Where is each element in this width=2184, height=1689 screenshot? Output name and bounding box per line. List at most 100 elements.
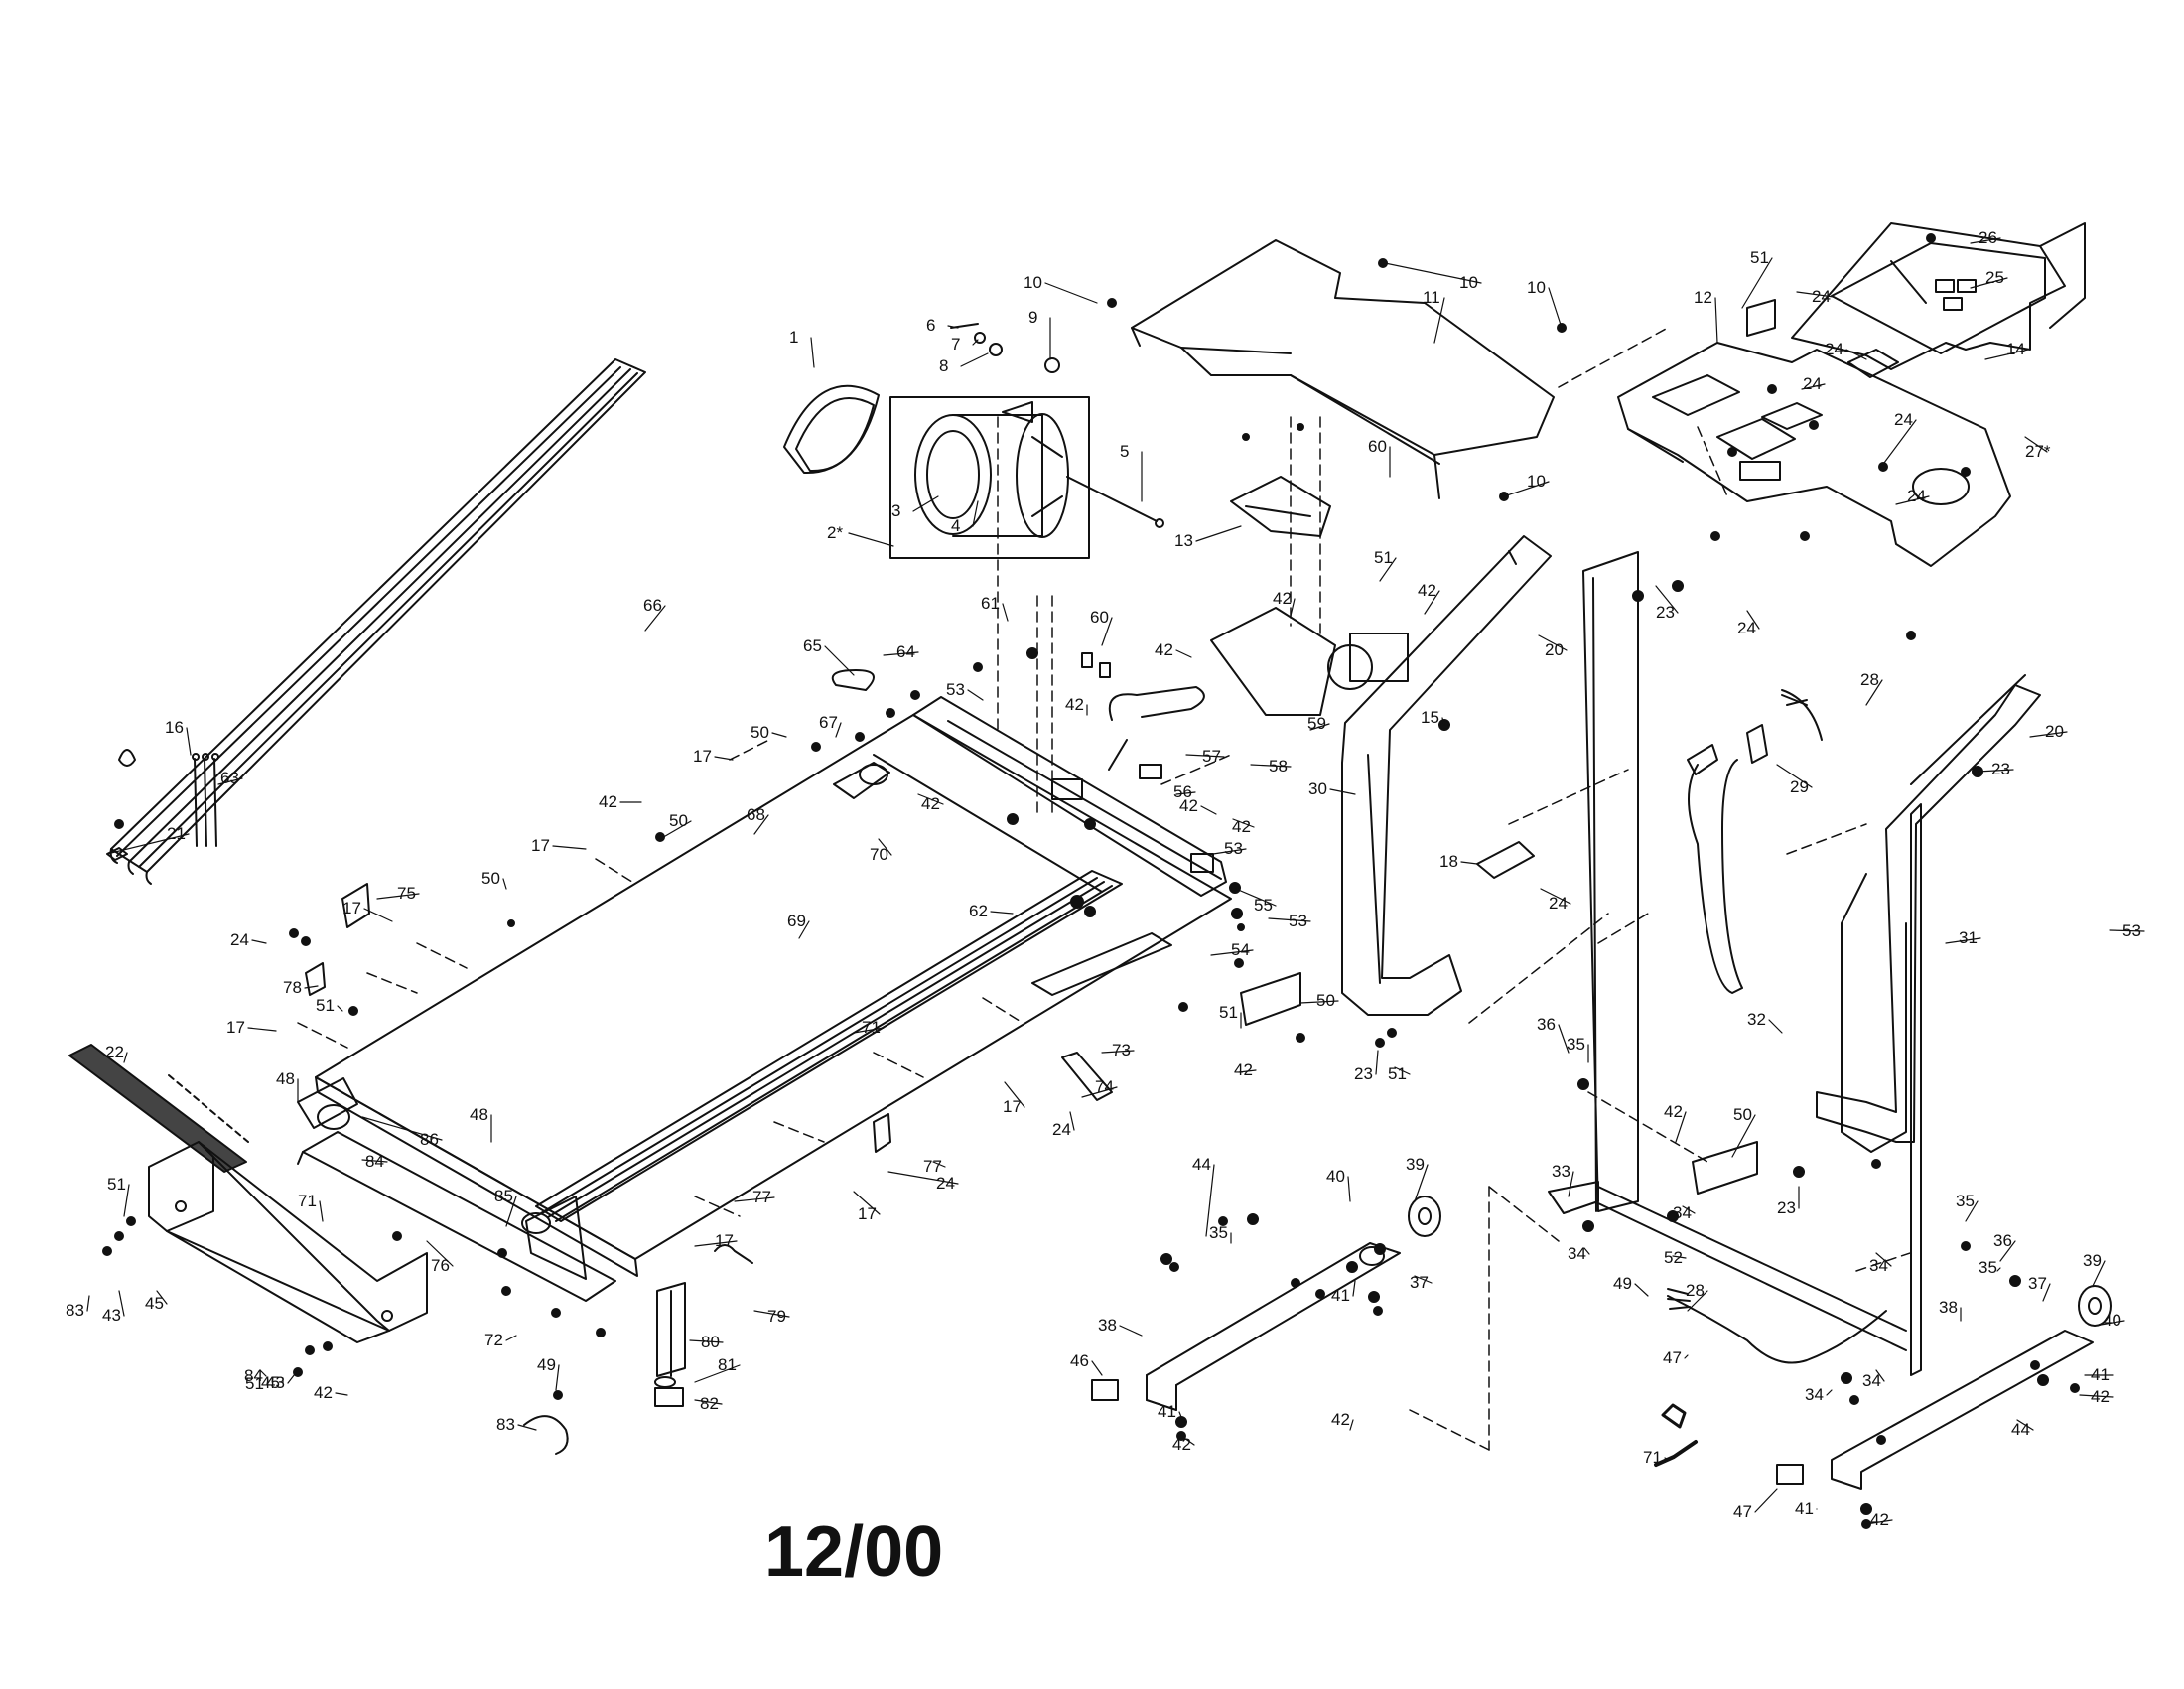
callout-part-33: 33 xyxy=(1552,1162,1574,1197)
callout-number: 24 xyxy=(1812,287,1831,306)
callout-part-44: 44 xyxy=(1192,1155,1215,1237)
callout-leader xyxy=(1250,764,1292,768)
callout-number: 17 xyxy=(693,747,712,766)
callout-number: 83 xyxy=(496,1415,515,1434)
callout-number: 40 xyxy=(2103,1311,2121,1330)
controller-board-57 xyxy=(1210,607,1409,716)
callout-number: 26 xyxy=(1979,228,1997,247)
callout-number: 51 xyxy=(316,996,335,1015)
callout-leader xyxy=(123,1184,130,1217)
callout-number: 60 xyxy=(1368,437,1387,456)
callout-leader xyxy=(1845,349,1867,360)
callout-part-23: 23 xyxy=(1777,1186,1800,1217)
callout-part-46: 46 xyxy=(1070,1351,1103,1376)
callout-leader xyxy=(1329,788,1356,795)
callout-leader xyxy=(555,1364,560,1391)
callout-leader xyxy=(1965,1200,1979,1222)
callout-leader xyxy=(2092,1260,2106,1287)
callout-number: 24 xyxy=(1907,487,1926,505)
callout-number: 34 xyxy=(1805,1385,1824,1404)
left-upright-30 xyxy=(1341,535,1552,1016)
callout-leader xyxy=(1414,1275,1433,1284)
callout-number: 42 xyxy=(1273,589,1292,608)
callout-part-24: 24 xyxy=(1796,287,1835,306)
callout-leader xyxy=(917,793,944,805)
callout-number: 84 xyxy=(365,1152,384,1171)
callout-number: 24 xyxy=(1549,894,1568,913)
callout-leader xyxy=(1970,237,2001,244)
callout-part-25: 25 xyxy=(1970,268,2008,289)
callout-part-34: 34 xyxy=(1805,1385,1833,1404)
callout-number: 9 xyxy=(1028,308,1037,327)
callout-number: 77 xyxy=(752,1188,771,1206)
callout-leader xyxy=(361,1159,388,1163)
callout-number: 17 xyxy=(342,899,361,917)
callout-leader xyxy=(1583,1247,1590,1255)
callout-part-42: 42 xyxy=(1155,640,1192,659)
callout-leader xyxy=(1433,297,1445,344)
callout-number: 37 xyxy=(2028,1274,2047,1293)
callout-number: 42 xyxy=(2091,1387,2110,1406)
callout-part-24: 24 xyxy=(1540,888,1571,913)
callout-leader xyxy=(1776,764,1813,788)
callout-part-47: 47 xyxy=(1663,1348,1689,1367)
callout-number: 50 xyxy=(751,723,769,742)
callout-leader xyxy=(887,1171,959,1185)
callout-number: 61 xyxy=(981,594,1000,613)
callout-part-24: 24 xyxy=(230,930,267,949)
callout-number: 83 xyxy=(66,1301,84,1320)
callout-number: 71 xyxy=(298,1192,317,1210)
callout-part-53: 53 xyxy=(1212,839,1247,858)
callout-leader xyxy=(1875,1369,1885,1382)
callout-part-35: 35 xyxy=(1979,1258,2001,1277)
callout-part-54: 54 xyxy=(1210,940,1254,959)
callout-part-53: 53 xyxy=(2109,921,2145,940)
callout-leader xyxy=(810,337,815,368)
callout-number: 49 xyxy=(537,1355,556,1374)
console-overlay-27 xyxy=(1791,222,2086,370)
callout-number: 67 xyxy=(819,713,838,732)
callout-part-14: 14 xyxy=(1984,340,2029,360)
callout-leader xyxy=(883,651,919,656)
callout-part-64: 64 xyxy=(883,642,919,661)
callout-leader xyxy=(1002,603,1009,622)
callout-number: 34 xyxy=(1862,1371,1881,1390)
callout-part-74: 74 xyxy=(1081,1077,1118,1098)
callout-number: 71 xyxy=(862,1018,881,1037)
callout-part-29: 29 xyxy=(1776,764,1813,796)
guide-lines-frame xyxy=(1290,327,1917,1451)
callout-part-40: 40 xyxy=(1326,1167,1351,1202)
callout-leader xyxy=(1101,617,1113,646)
callout-number: 32 xyxy=(1747,1010,1766,1029)
callout-leader xyxy=(1212,848,1247,855)
callout-part-72: 72 xyxy=(484,1331,517,1349)
callout-number: 71 xyxy=(1643,1448,1662,1467)
callout-part-58: 58 xyxy=(1250,757,1292,775)
callout-number: 45 xyxy=(261,1373,280,1392)
callout-part-26: 26 xyxy=(1970,228,2001,247)
callout-part-38: 38 xyxy=(1939,1298,1962,1322)
callout-leader xyxy=(1069,1111,1075,1131)
callout-number: 74 xyxy=(1095,1077,1114,1096)
callout-leader xyxy=(1101,1050,1135,1054)
callout-leader xyxy=(1044,282,1098,304)
callout-leader xyxy=(1352,1280,1356,1297)
callout-leader xyxy=(251,939,267,944)
callout-leader xyxy=(853,1191,881,1215)
callout-part-83: 83 xyxy=(496,1415,537,1434)
callout-part-17: 17 xyxy=(342,899,393,922)
callout-number: 66 xyxy=(643,596,662,615)
guide-lines-deck xyxy=(297,416,1232,1217)
callout-leader xyxy=(502,878,507,890)
walking-belt-strip-22 xyxy=(68,1044,249,1173)
callout-leader xyxy=(659,820,692,840)
callout-leader xyxy=(1548,287,1563,329)
callout-number: 31 xyxy=(1959,928,1978,947)
callout-part-51: 51 xyxy=(316,996,343,1015)
callout-part-53: 53 xyxy=(946,680,984,701)
callout-leader xyxy=(1540,888,1571,905)
callout-leader xyxy=(361,1116,443,1141)
callout-leader xyxy=(1746,610,1760,630)
callout-part-69: 69 xyxy=(787,912,810,939)
callout-number: 17 xyxy=(858,1204,877,1223)
